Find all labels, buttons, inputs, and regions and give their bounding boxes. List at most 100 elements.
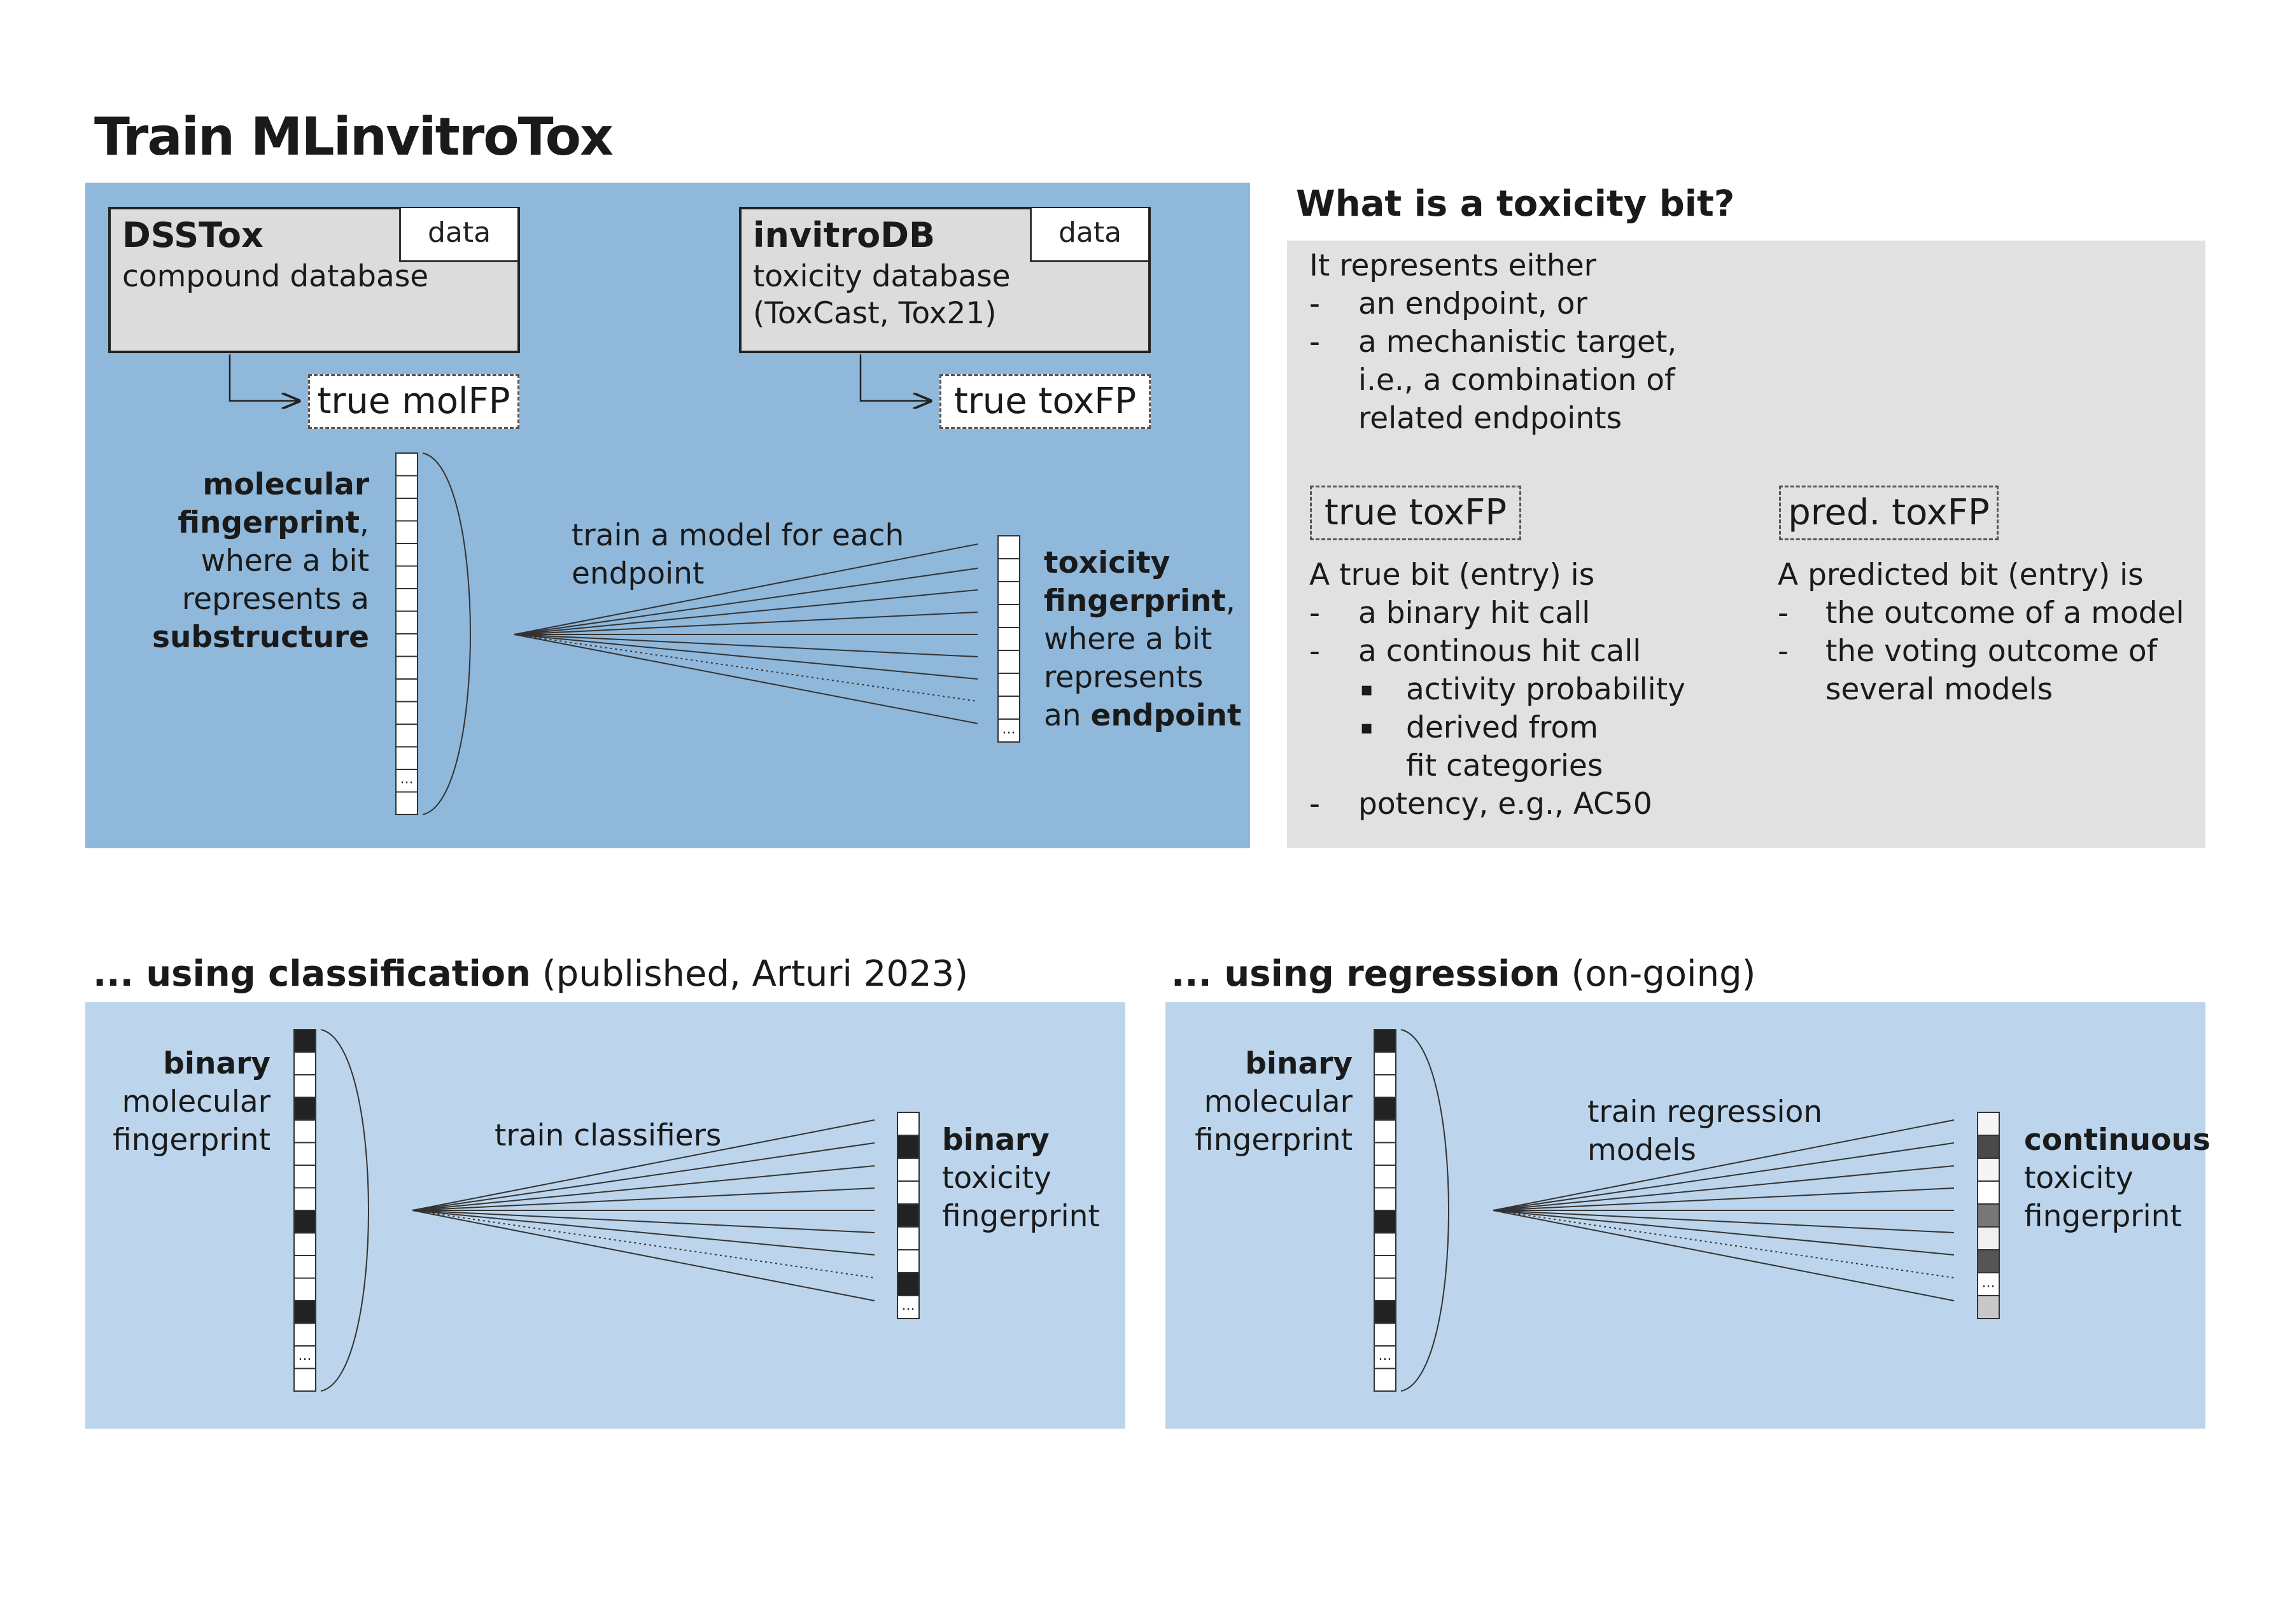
pred-bit-dash-2: -	[1778, 634, 1789, 669]
cls-tox-fp-bit	[897, 1272, 920, 1296]
cls-mol-fp-bit	[293, 1119, 316, 1144]
reg-mol-fp-bit	[1374, 1232, 1396, 1256]
regression-panel	[1165, 1002, 2205, 1429]
cls-tox-fp-bit	[897, 1158, 920, 1182]
tox-bit-dash-1: -	[1309, 286, 1320, 321]
reg-tox-fp-bit	[1977, 1112, 2000, 1136]
dsstox-data-tag: data	[399, 208, 517, 262]
cls-mol-label-line1: binary	[163, 1046, 271, 1081]
cls-mol-fp-bit	[293, 1074, 316, 1098]
reg-train-label-line1: train regression	[1587, 1095, 1823, 1130]
cls-fan-line	[412, 1210, 875, 1256]
reg-fan-line	[1493, 1210, 1955, 1233]
true-bit-dash-1: -	[1309, 596, 1320, 631]
true-toxfp-box: true toxFP	[939, 374, 1151, 429]
true-bit-bullet-1: ▪	[1360, 678, 1374, 701]
cls-fan-line	[412, 1142, 875, 1211]
tox-fp-label-line1: toxicity	[1044, 545, 1171, 580]
reg-mol-fp-bit	[1374, 1051, 1396, 1075]
mol-fp-bit	[395, 701, 418, 725]
cls-tox-fp-bit	[897, 1112, 920, 1136]
pred-bit-item-2: the voting outcome of	[1825, 634, 2158, 669]
reg-fan-line	[1493, 1210, 1955, 1256]
reg-tox-label-line1: continuous	[2024, 1123, 2211, 1158]
cls-tox-fp-ellipsis: ...	[902, 1298, 915, 1313]
tox-fp-bit	[997, 627, 1020, 651]
cls-fan-line	[412, 1210, 875, 1233]
tox-bit-intro: It represents either	[1309, 248, 1596, 283]
tox-fp-bit	[997, 581, 1020, 605]
train-fan-line	[514, 568, 978, 635]
cls-mol-fp-bit	[293, 1322, 316, 1347]
reg-tox-fp-bit	[1977, 1180, 2000, 1205]
reg-tox-fp-bit	[1977, 1295, 2000, 1319]
mol-fp-label-line3: where a bit	[200, 543, 369, 578]
true-bit-item-1: a binary hit call	[1358, 596, 1591, 631]
reg-mol-label-line3: fingerprint	[1195, 1123, 1353, 1158]
reg-mol-fp-bit	[1374, 1096, 1396, 1121]
pred-bit-intro: A predicted bit (entry) is	[1778, 557, 2144, 592]
reg-tox-fp-bit	[1977, 1272, 2000, 1296]
reg-mol-fp-bit	[1374, 1255, 1396, 1279]
cls-mol-fp-bit	[293, 1368, 316, 1392]
train-label-line1: train a model for each	[572, 518, 904, 553]
tox-fp-bit	[997, 604, 1020, 628]
reg-fan-line	[1493, 1119, 1955, 1211]
train-fan-line	[514, 589, 978, 635]
reg-mol-fp-bit	[1374, 1119, 1396, 1144]
reg-mol-fp-bit	[1374, 1142, 1396, 1166]
cls-mol-fp-bit	[293, 1142, 316, 1166]
cls-tox-label-line1: binary	[942, 1123, 1050, 1158]
train-fan-line	[514, 612, 978, 635]
dsstox-name: DSSTox	[122, 215, 264, 255]
mol-fp-ellipsis: ...	[400, 771, 414, 787]
cls-fan-line	[412, 1187, 875, 1211]
true-bit-dash-3: -	[1309, 787, 1320, 822]
cls-tox-fp-bit	[897, 1180, 920, 1205]
mol-fp-bit	[395, 565, 418, 589]
train-fan-line	[514, 634, 978, 680]
reg-tox-label-line2: toxicity	[2024, 1161, 2134, 1196]
pred-bit-item-1: the outcome of a model	[1825, 596, 2184, 631]
toxicity-bit-panel	[1287, 241, 2205, 848]
classification-panel	[85, 1002, 1125, 1429]
mol-fp-bit	[395, 475, 418, 499]
tox-bit-item-1: an endpoint, or	[1358, 286, 1587, 321]
train-fan-line	[514, 543, 978, 635]
reg-tox-fp-bit	[1977, 1135, 2000, 1159]
cls-mol-fp-ellipsis: ...	[299, 1348, 312, 1364]
mol-fp-bit	[395, 588, 418, 612]
cls-mol-fp-bit	[293, 1096, 316, 1121]
true-toxfp-definition-box: true toxFP	[1310, 486, 1521, 540]
cls-mol-fp-bit	[293, 1277, 316, 1301]
mol-fp-label-line4: represents a	[181, 582, 369, 617]
mol-fp-bit	[395, 452, 418, 477]
reg-fan-line	[1493, 1187, 1955, 1211]
reg-mol-fp-bit	[1374, 1029, 1396, 1053]
true-bit-subitem-3: fit categories	[1406, 748, 1603, 783]
mol-fp-label-line2: fingerprint,	[178, 505, 369, 540]
invitrodb-to-toxfp-arrow	[859, 354, 931, 401]
cls-tox-fp-bit	[897, 1295, 920, 1319]
reg-mol-fp-ellipsis: ...	[1379, 1348, 1392, 1364]
reg-fan-line	[1493, 1142, 1955, 1211]
cls-fan-line	[412, 1119, 875, 1211]
mol-fp-label-line5: substructure	[151, 620, 369, 655]
cls-mol-bracket	[320, 1029, 369, 1392]
invitrodb-name: invitroDB	[753, 215, 936, 255]
tox-fp-ellipsis: ...	[1002, 721, 1016, 737]
cls-mol-fp-bit	[293, 1165, 316, 1189]
mol-fp-bit	[395, 678, 418, 703]
tox-fp-label-line5: an endpoint	[1044, 698, 1242, 733]
mol-fp-label-line1: molecular	[202, 467, 369, 502]
mol-fp-bit	[395, 610, 418, 634]
cls-tox-fp-bit	[897, 1226, 920, 1250]
tox-bit-item-3: i.e., a combination of	[1358, 363, 1675, 398]
cls-tox-fp-bit	[897, 1249, 920, 1273]
pred-bit-item-3: several models	[1825, 672, 2053, 707]
mol-fp-bit	[395, 520, 418, 544]
true-molfp-box: true molFP	[308, 374, 519, 429]
true-bit-intro: A true bit (entry) is	[1309, 557, 1595, 592]
toxicity-bit-heading: What is a toxicity bit?	[1296, 183, 1735, 225]
